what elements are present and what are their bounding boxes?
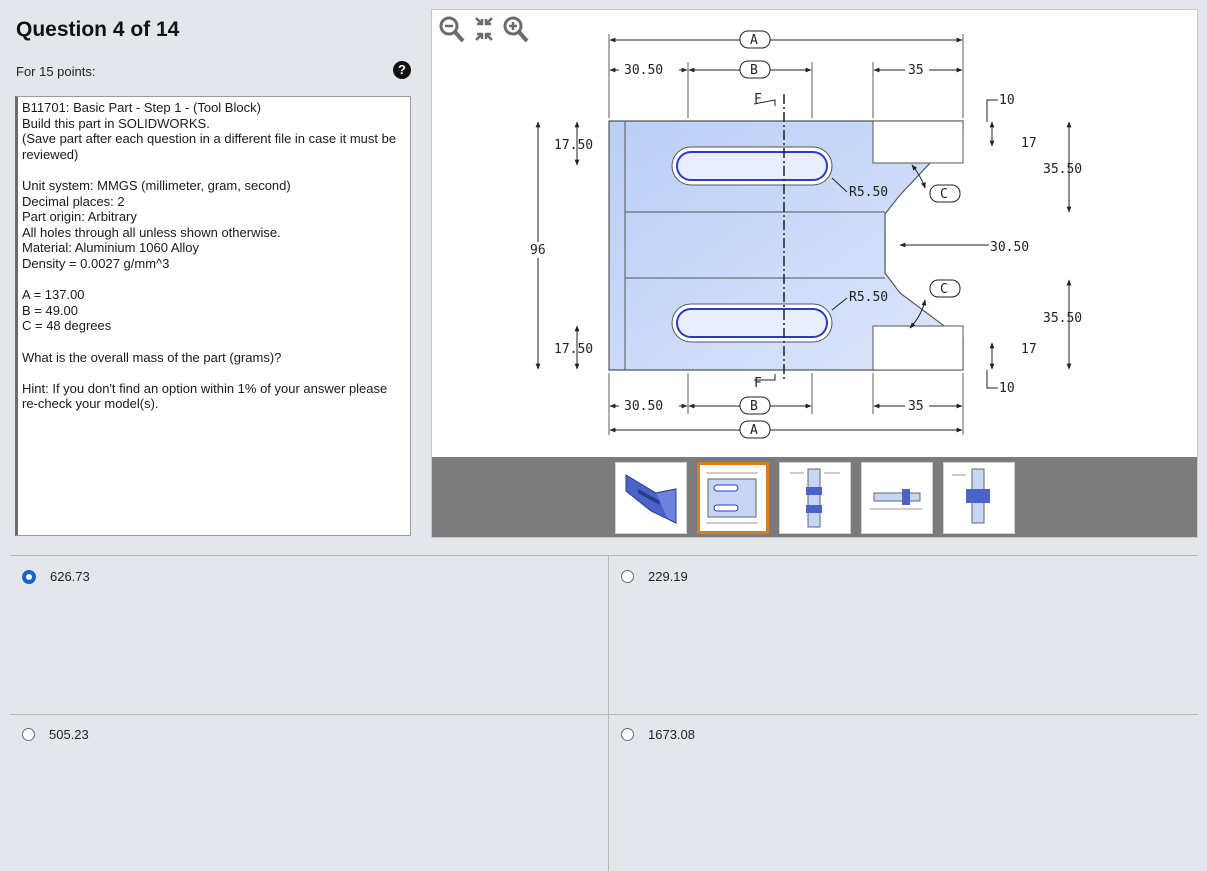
dim-17-top: 17 <box>1021 136 1037 151</box>
section-f-bottom: F <box>754 376 762 391</box>
thumbnail-section-view[interactable] <box>943 462 1015 534</box>
dim-30-50-right: 30.50 <box>990 240 1029 255</box>
answer-label: 626.73 <box>50 569 90 584</box>
answer-option-1[interactable]: 626.73 <box>22 569 90 584</box>
front-view-icon <box>790 468 840 528</box>
question-line: C = 48 degrees <box>22 318 112 334</box>
dim-a-label-bottom: A <box>750 423 758 438</box>
image-viewer: A B 30.50 35 F F 96 17.50 17.50 <box>431 9 1198 538</box>
question-line: All holes through all unless shown other… <box>22 224 281 240</box>
dim-35-50-top: 35.50 <box>1043 162 1082 177</box>
answer-divider-vertical <box>608 556 609 871</box>
radio-icon[interactable] <box>621 728 634 741</box>
question-line: (Save part after each question in a diff… <box>22 131 397 162</box>
radius-bottom: R5.50 <box>849 290 888 305</box>
question-line: B11701: Basic Part - Step 1 - (Tool Bloc… <box>22 100 261 115</box>
zoom-toolbar <box>438 14 530 44</box>
isometric-view-icon <box>625 474 677 524</box>
answer-options: 626.73 229.19 505.23 1673.08 <box>10 555 1198 871</box>
question-line: Part origin: Arbitrary <box>22 209 137 225</box>
radio-icon[interactable] <box>22 728 35 741</box>
question-line: Unit system: MMGS (millimeter, gram, sec… <box>22 177 291 193</box>
blank-line <box>22 334 406 350</box>
dim-10-bottom: 10 <box>999 381 1015 396</box>
question-line: B = 49.00 <box>22 302 79 318</box>
radius-top: R5.50 <box>849 185 888 200</box>
dim-96: 96 <box>530 243 546 258</box>
dim-10-top: 10 <box>999 93 1015 108</box>
thumbnail-side-view[interactable] <box>861 462 933 534</box>
answer-label: 505.23 <box>49 727 89 742</box>
question-text-box: B11701: Basic Part - Step 1 - (Tool Bloc… <box>15 96 411 536</box>
question-line: Build this part in SOLIDWORKS. <box>22 115 210 131</box>
dim-35-bottom: 35 <box>908 399 924 414</box>
blank-line <box>22 365 406 381</box>
dim-35-50-bottom: 35.50 <box>1043 311 1082 326</box>
dim-17-bottom: 17 <box>1021 342 1037 357</box>
dim-30-50-bottom: 30.50 <box>624 399 663 414</box>
dim-30-50-top: 30.50 <box>624 63 663 78</box>
dim-b-label: B <box>750 63 758 78</box>
angle-c-top: C <box>940 187 948 202</box>
question-line: Decimal places: 2 <box>22 193 125 209</box>
dim-b-label-bottom: B <box>750 399 758 414</box>
points-label: For 15 points: <box>16 64 96 79</box>
zoom-out-icon[interactable] <box>438 14 466 44</box>
answer-divider-horizontal <box>10 714 1198 715</box>
technical-drawing: A B 30.50 35 F F 96 17.50 17.50 <box>529 30 1082 439</box>
top-view-icon <box>706 472 758 524</box>
blank-line <box>22 162 406 178</box>
question-line: Material: Aluminium 1060 Alloy <box>22 240 200 256</box>
answer-option-4[interactable]: 1673.08 <box>621 727 695 742</box>
dim-17-50-bottom: 17.50 <box>554 342 593 357</box>
zoom-in-icon[interactable] <box>502 14 530 44</box>
fit-icon[interactable] <box>470 14 498 44</box>
question-title: Question 4 of 14 <box>16 18 180 41</box>
answer-label: 1673.08 <box>648 727 695 742</box>
dim-a-label: A <box>750 33 758 48</box>
thumbnail-top-view[interactable] <box>697 462 769 534</box>
thumbnail-strip <box>432 457 1197 537</box>
blank-line <box>22 272 406 288</box>
question-line: Hint: If you don't find an option within… <box>22 380 388 412</box>
question-circle-icon[interactable]: ? <box>393 61 411 79</box>
answer-label: 229.19 <box>648 569 688 584</box>
side-view-icon <box>870 489 922 510</box>
answer-option-2[interactable]: 229.19 <box>621 569 688 584</box>
question-line: A = 137.00 <box>22 287 85 303</box>
question-line: Density = 0.0027 g/mm^3 <box>22 255 170 271</box>
section-view-icon <box>952 468 990 524</box>
angle-c-bottom: C <box>940 282 948 297</box>
dim-17-50-top: 17.50 <box>554 138 593 153</box>
answer-option-3[interactable]: 505.23 <box>22 727 89 742</box>
radio-selected-icon[interactable] <box>22 569 36 584</box>
thumbnail-isometric-view[interactable] <box>615 462 687 534</box>
dim-35-top: 35 <box>908 63 924 78</box>
question-line: What is the overall mass of the part (gr… <box>22 349 282 365</box>
section-f-top: F <box>754 92 762 107</box>
radio-icon[interactable] <box>621 570 634 583</box>
thumbnail-front-view[interactable] <box>779 462 851 534</box>
